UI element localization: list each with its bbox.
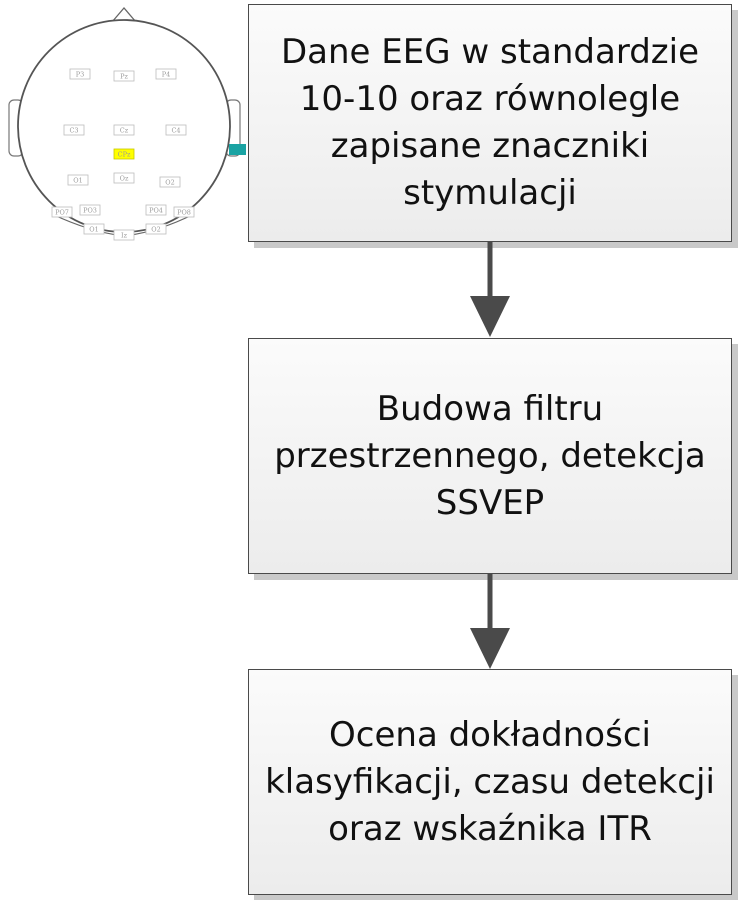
electrode-label: Iz bbox=[121, 231, 128, 239]
electrode-label: O2 bbox=[165, 178, 174, 186]
flow-step-text: Budowa filtru przestrzennego, detekcja S… bbox=[274, 388, 706, 523]
electrode-label: Cz bbox=[120, 126, 129, 134]
electrode-label: O1 bbox=[73, 176, 82, 184]
electrode-po8: PO8 bbox=[173, 206, 195, 218]
electrode-label: CPz bbox=[118, 150, 131, 158]
electrode-label: C3 bbox=[69, 126, 78, 134]
electrode-label: Pz bbox=[120, 72, 128, 80]
electrode-c3: C3 bbox=[63, 124, 85, 136]
electrode-label: PO7 bbox=[55, 208, 69, 216]
flow-step-text: Dane EEG w standardzie 10-10 oraz równol… bbox=[280, 32, 700, 213]
electrode-o2: O2 bbox=[159, 176, 181, 188]
arrow-down-icon bbox=[470, 574, 510, 669]
electrode-label: PO3 bbox=[83, 206, 97, 214]
accent-marker bbox=[229, 144, 246, 155]
electrode-label: O2 bbox=[151, 225, 160, 233]
arrow-down-icon bbox=[470, 242, 510, 337]
electrode-o1: O1 bbox=[67, 174, 89, 186]
electrode-o2: O2 bbox=[145, 223, 167, 235]
electrode-c4: C4 bbox=[165, 124, 187, 136]
electrode-cz: Cz bbox=[113, 124, 135, 136]
electrode-cpz: CPz bbox=[113, 148, 135, 160]
electrode-label: PO8 bbox=[177, 208, 191, 216]
electrode-label: PO4 bbox=[149, 206, 163, 214]
electrode-po4: PO4 bbox=[145, 204, 167, 216]
electrode-po7: PO7 bbox=[51, 206, 73, 218]
flow-step-text: Ocena dokładności klasyfikacji, czasu de… bbox=[265, 714, 715, 849]
flow-step-evaluation: Ocena dokładności klasyfikacji, czasu de… bbox=[248, 669, 732, 895]
flow-step-spatial-filter: Budowa filtru przestrzennego, detekcja S… bbox=[248, 338, 732, 574]
electrode-label: Oz bbox=[120, 174, 129, 182]
electrode-iz: Iz bbox=[113, 229, 135, 241]
electrode-label: C4 bbox=[171, 126, 180, 134]
electrode-label: O1 bbox=[89, 225, 98, 233]
flow-step-data-acquisition: Dane EEG w standardzie 10-10 oraz równol… bbox=[248, 4, 732, 242]
electrode-p4: P4 bbox=[155, 68, 177, 80]
head-nose bbox=[111, 7, 137, 23]
electrode-oz: Oz bbox=[113, 172, 135, 184]
electrode-pz: Pz bbox=[113, 70, 135, 82]
electrode-label: P3 bbox=[76, 70, 85, 78]
electrode-po3: PO3 bbox=[79, 204, 101, 216]
electrode-label: P4 bbox=[162, 70, 171, 78]
electrode-p3: P3 bbox=[69, 68, 91, 80]
electrode-o1: O1 bbox=[83, 223, 105, 235]
